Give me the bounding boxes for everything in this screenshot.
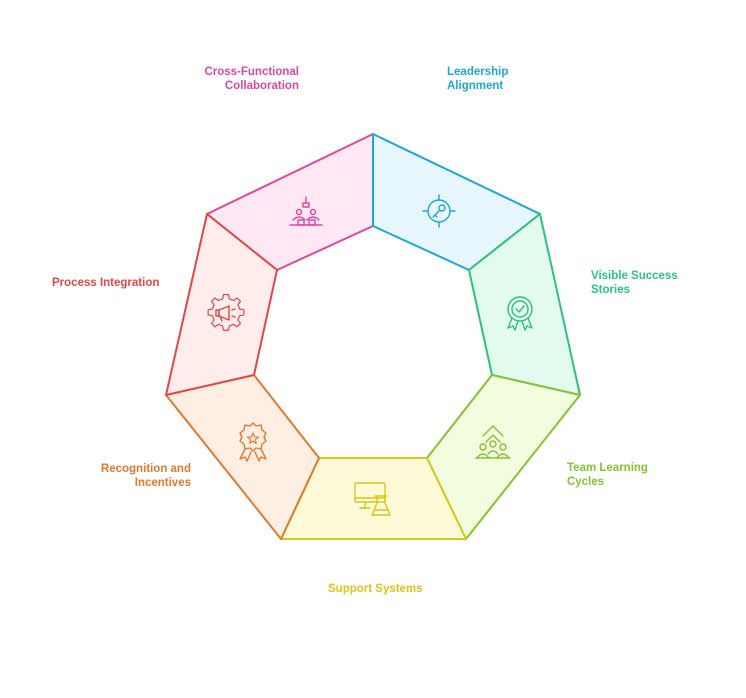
label-cross-functional-collaboration: Cross-Functional Collaboration: [204, 65, 299, 93]
label-process-integration: Process Integration: [52, 276, 159, 290]
target-key-icon: [422, 194, 456, 228]
label-line: Alignment: [447, 80, 504, 92]
label-line: Support Systems: [328, 583, 423, 595]
label-line: Cycles: [567, 476, 605, 488]
label-visible-success-stories: Visible Success Stories: [591, 269, 678, 297]
label-line: Cross-Functional: [204, 66, 299, 78]
label-leadership-alignment: Leadership Alignment: [447, 65, 508, 93]
label-support-systems: Support Systems: [328, 582, 423, 596]
label-line: Recognition and: [100, 463, 191, 475]
label-line: Team Learning: [567, 462, 648, 474]
label-line: Collaboration: [224, 80, 299, 92]
label-recognition-and-incentives: Recognition and Incentives: [101, 462, 191, 490]
label-line: Incentives: [134, 477, 191, 489]
award-ribbon-icon: [239, 422, 267, 462]
label-line: Visible Success: [591, 270, 678, 282]
gear-megaphone-icon: [207, 293, 245, 331]
label-line: Process Integration: [52, 277, 160, 289]
label-line: Stories: [591, 284, 630, 296]
label-line: Leadership: [447, 66, 509, 78]
team-growth-icon: [475, 425, 511, 459]
segment-process-integration: [165, 213, 278, 396]
computer-lab-icon: [354, 482, 391, 516]
team-meeting-icon: [289, 196, 323, 226]
label-team-learning-cycles: Team Learning Cycles: [567, 461, 648, 489]
badge-check-icon: [507, 296, 533, 331]
